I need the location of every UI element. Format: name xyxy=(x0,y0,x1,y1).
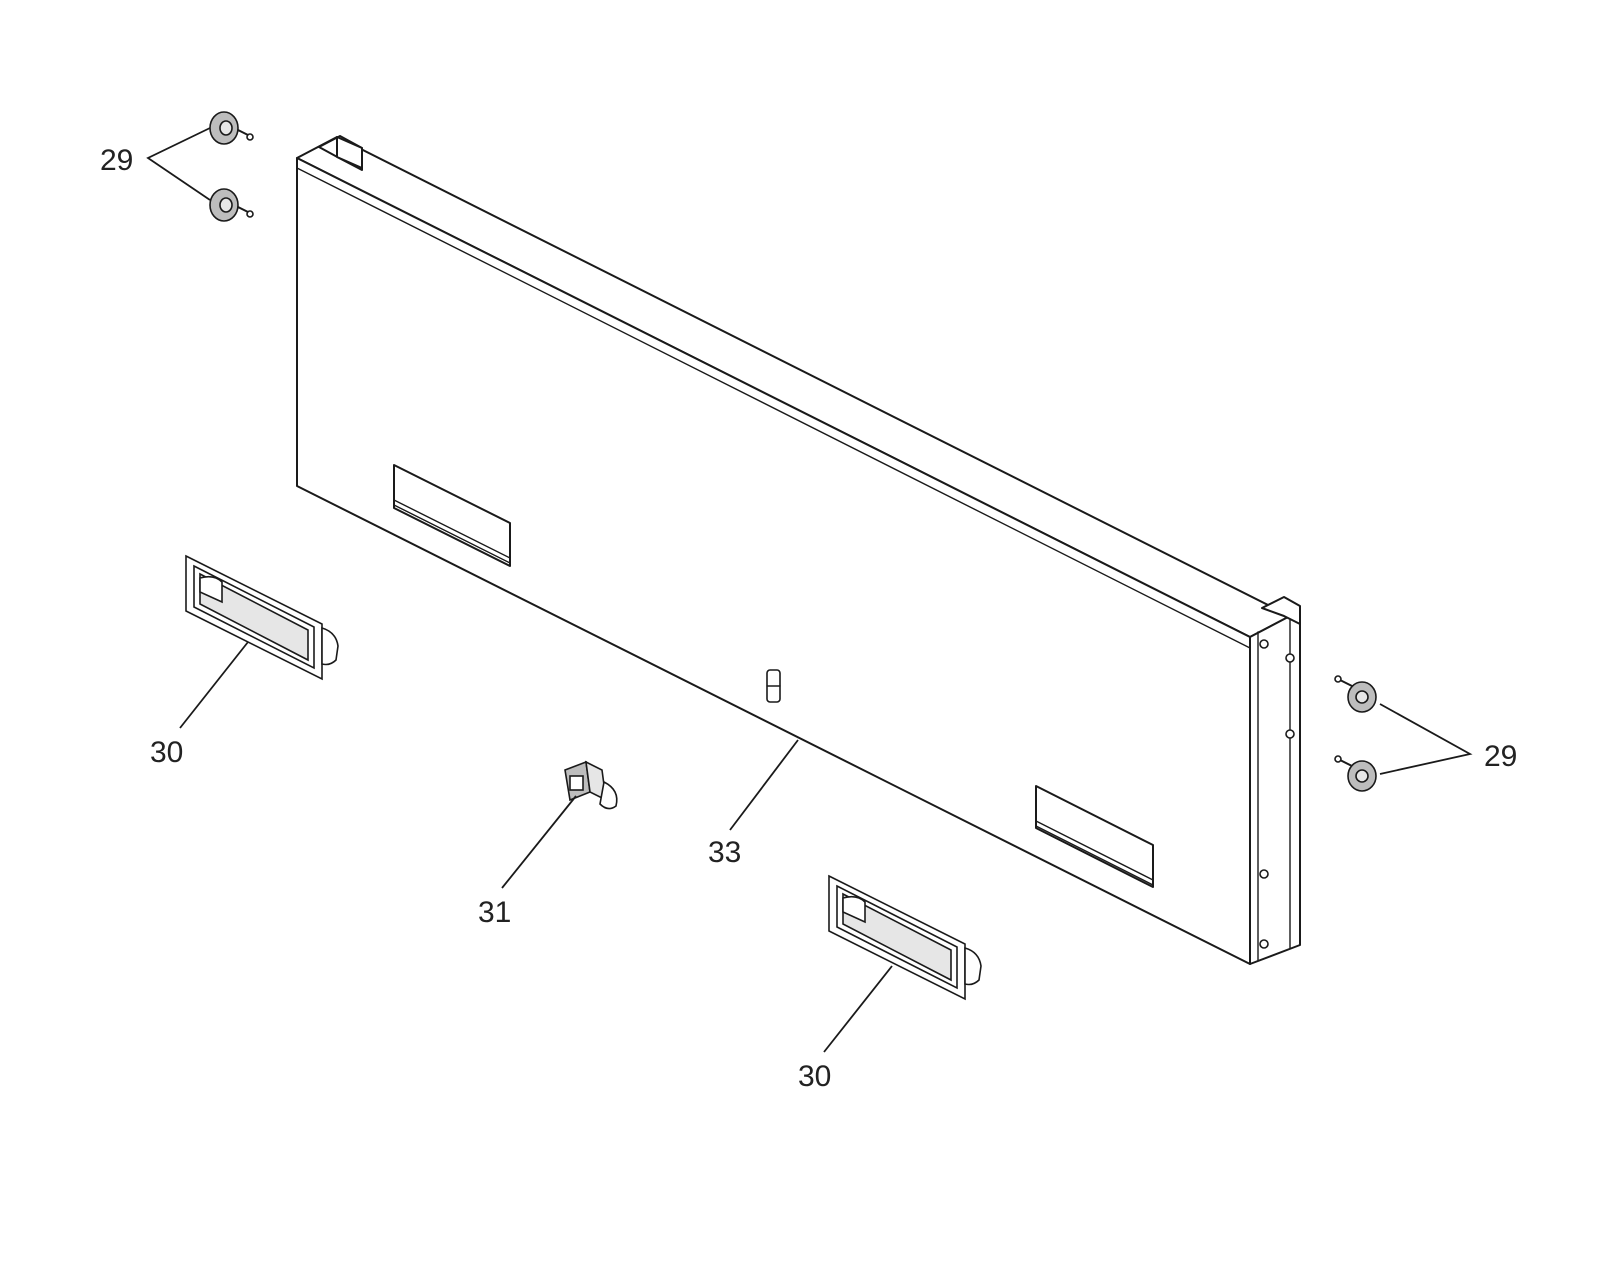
latch-clip-31 xyxy=(564,760,618,810)
screw-29-right-2 xyxy=(1334,755,1377,792)
screw-29-right-1 xyxy=(1334,675,1377,713)
callout-29-right: 29 xyxy=(1484,740,1517,773)
leader-lines xyxy=(146,127,1473,1053)
callout-30-bottom: 30 xyxy=(798,1060,831,1093)
panel-33 xyxy=(296,135,1301,965)
callout-29-top-left: 29 xyxy=(100,144,133,177)
handle-30-bottom xyxy=(828,874,982,1001)
handle-30-left xyxy=(185,554,339,681)
callout-33: 33 xyxy=(708,836,741,869)
screw-29-top-left-2 xyxy=(209,188,254,222)
screw-29-top-left-1 xyxy=(209,111,254,145)
callout-31: 31 xyxy=(478,896,511,929)
callout-30-left: 30 xyxy=(150,736,183,769)
